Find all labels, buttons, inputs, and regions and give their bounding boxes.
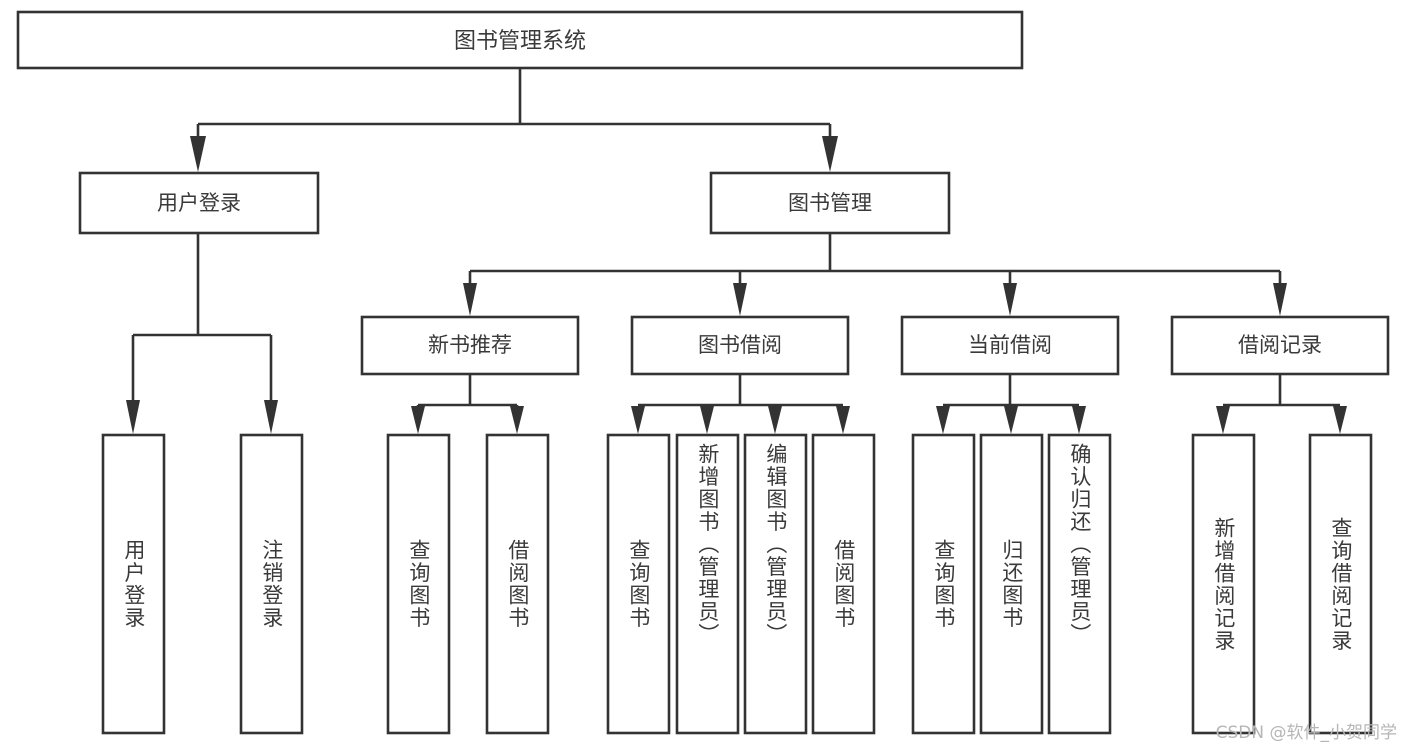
node-leaf-query-book-2-box[interactable]: [606, 433, 671, 735]
arrow-head-leaf-confirm-return: [1072, 406, 1086, 434]
node-leaf-add-record-box[interactable]: [1191, 433, 1256, 735]
arrow-head-leaf-borrow-book-2: [836, 406, 850, 434]
connector-layer: [126, 68, 1347, 434]
node-new-book-recommend-box[interactable]: [360, 315, 580, 376]
arrow-head-leaf-user-logout: [264, 400, 278, 434]
node-leaf-query-book-3-box[interactable]: [911, 433, 976, 735]
arrow-head-leaf-query-book-2: [631, 406, 645, 434]
arrow-head-borrow-record: [1273, 283, 1287, 316]
node-book-borrow-label: 图书借阅: [698, 333, 782, 357]
node-book-borrow[interactable]: 图书借阅: [630, 315, 850, 376]
arrow-head-book-borrow: [733, 283, 747, 316]
node-book-manage[interactable]: 图书管理: [709, 171, 951, 235]
node-current-borrow-label: 当前借阅: [968, 333, 1052, 357]
arrow-head-leaf-query-book-3: [936, 406, 950, 434]
node-root-box[interactable]: [16, 10, 1024, 70]
node-borrow-record-box[interactable]: [1170, 315, 1390, 376]
node-user-login[interactable]: 用户登录: [78, 171, 320, 235]
arrow-head-leaf-user-login: [126, 400, 140, 434]
arrow-head-leaf-return-book: [1004, 406, 1018, 434]
node-leaf-add-book-box[interactable]: [675, 433, 740, 735]
arrow-head-leaf-add-book: [700, 406, 714, 434]
csdn-watermark: CSDN @软件_小贺同学: [1215, 723, 1397, 743]
node-borrow-record[interactable]: 借阅记录: [1170, 315, 1390, 376]
node-book-manage-box[interactable]: [709, 171, 951, 235]
node-book-borrow-box[interactable]: [630, 315, 850, 376]
arrow-head-leaf-add-record: [1216, 406, 1230, 434]
node-root[interactable]: 图书管理系统: [16, 10, 1024, 70]
node-leaf-confirm-return-box[interactable]: [1047, 433, 1112, 735]
node-user-login-label: 用户登录: [157, 191, 241, 215]
arrow-head-book-manage: [822, 136, 838, 172]
node-leaf-query-record-box[interactable]: [1308, 433, 1373, 735]
node-new-book-recommend-label: 新书推荐: [428, 333, 512, 357]
arrow-head-user-login: [190, 136, 206, 172]
node-leaf-borrow-book-2-box[interactable]: [811, 433, 876, 735]
arrow-head-leaf-edit-book: [768, 406, 782, 434]
node-root-label: 图书管理系统: [454, 29, 586, 54]
node-leaf-return-book-box[interactable]: [979, 433, 1044, 735]
node-leaf-user-login-box[interactable]: [101, 433, 166, 735]
node-leaf-query-book-1-box[interactable]: [386, 433, 451, 735]
arrow-head-current-borrow: [1003, 283, 1017, 316]
node-leaf-edit-book-box[interactable]: [743, 433, 808, 735]
arrow-head-leaf-query-book-1: [411, 406, 425, 434]
node-user-login-box[interactable]: [78, 171, 320, 235]
node-book-manage-label: 图书管理: [788, 191, 872, 215]
node-current-borrow[interactable]: 当前借阅: [900, 315, 1120, 376]
arrow-head-new-book-recommend: [463, 283, 477, 316]
arrow-head-leaf-query-record: [1333, 406, 1347, 434]
node-current-borrow-box[interactable]: [900, 315, 1120, 376]
node-borrow-record-label: 借阅记录: [1238, 333, 1322, 357]
node-leaf-borrow-book-1-box[interactable]: [485, 433, 550, 735]
node-new-book-recommend[interactable]: 新书推荐: [360, 315, 580, 376]
node-leaf-user-logout-box[interactable]: [239, 433, 304, 735]
arrow-head-leaf-borrow-book-1: [510, 406, 524, 434]
